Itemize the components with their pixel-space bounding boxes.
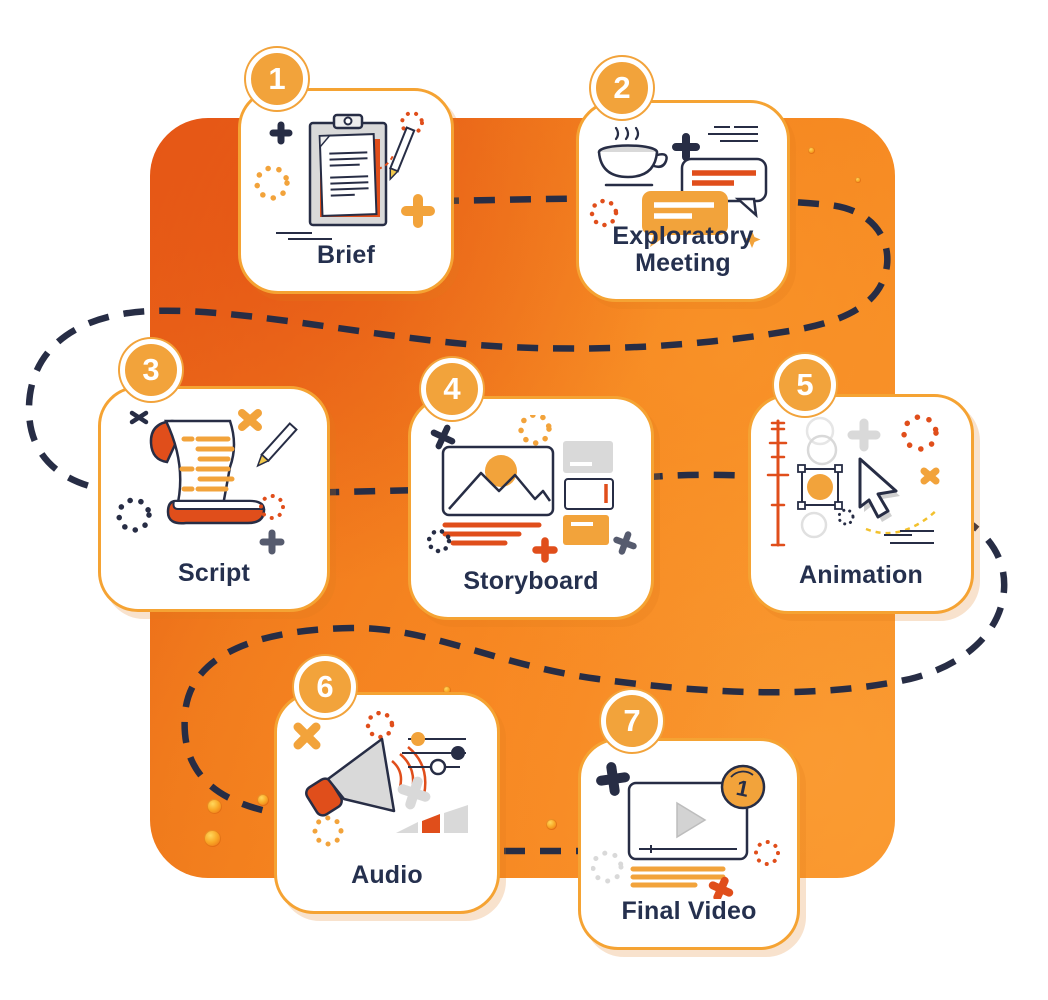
step-badge-4: 4 — [421, 358, 483, 420]
storyboard-frame-icon — [411, 399, 651, 617]
bubble-dot — [443, 686, 451, 694]
clipboard-icon — [241, 91, 451, 291]
step-label-exploratory-meeting: Exploratory Meeting — [612, 222, 754, 277]
step-card-brief: Brief — [238, 88, 454, 294]
volume-bars — [396, 805, 468, 833]
step-label-script: Script — [177, 559, 251, 587]
coffee-chat-icon — [579, 103, 787, 299]
animation-cursor-icon — [751, 397, 971, 611]
pen — [256, 422, 298, 468]
step-card-animation: Animation — [748, 394, 974, 614]
step-number: 4 — [443, 371, 461, 406]
step-number: 2 — [613, 70, 631, 105]
speaker-icon — [277, 695, 497, 911]
step-badge-7: 7 — [601, 690, 663, 752]
step-badge-1: 1 — [246, 48, 308, 110]
step-number: 3 — [142, 352, 160, 387]
coffee-cup — [597, 126, 668, 187]
step-badge-3: 3 — [120, 339, 182, 401]
step-label-final-video: Final Video — [621, 897, 757, 925]
step-badge-5: 5 — [774, 354, 836, 416]
image-frame — [441, 445, 555, 517]
step-number: 5 — [796, 367, 814, 402]
audio-sliders — [402, 732, 466, 776]
selection-box — [797, 464, 843, 510]
cursor-arrow — [858, 457, 900, 522]
note-cards — [563, 441, 614, 545]
bubble-dot — [257, 794, 269, 806]
speaker — [305, 737, 427, 817]
bubble-dot — [546, 819, 557, 830]
bubble-dot — [855, 177, 861, 183]
step-number: 7 — [623, 703, 641, 738]
step-card-audio: Audio — [274, 692, 500, 914]
step-card-script: Script — [98, 386, 330, 612]
script-scroll-icon — [101, 389, 327, 609]
video-player-icon: 1 — [581, 741, 797, 947]
step-badge-2: 2 — [591, 57, 653, 119]
video-player — [627, 781, 749, 861]
step-number: 6 — [316, 669, 334, 704]
step-label-audio: Audio — [351, 861, 423, 889]
pencil — [388, 126, 416, 181]
step-card-final-video: 1 Final Video — [578, 738, 800, 950]
step-number: 1 — [268, 61, 286, 96]
winner-medal: 1 — [720, 764, 766, 810]
bubble-dot — [808, 147, 815, 154]
step-label-animation: Animation — [798, 561, 924, 589]
medal-number: 1 — [734, 775, 751, 802]
step-label-storyboard: Storyboard — [463, 567, 599, 595]
chat-bubble-orange — [642, 191, 728, 247]
step-card-storyboard: Storyboard — [408, 396, 654, 620]
step-badge-6: 6 — [294, 656, 356, 718]
timeline-ruler — [766, 419, 790, 547]
clipboard — [308, 113, 388, 227]
step-card-exploratory-meeting: Exploratory Meeting — [576, 100, 790, 302]
scroll — [149, 419, 266, 525]
bubble-dot — [207, 799, 222, 814]
step-label-brief: Brief — [317, 241, 375, 269]
bubble-dot — [204, 830, 221, 847]
